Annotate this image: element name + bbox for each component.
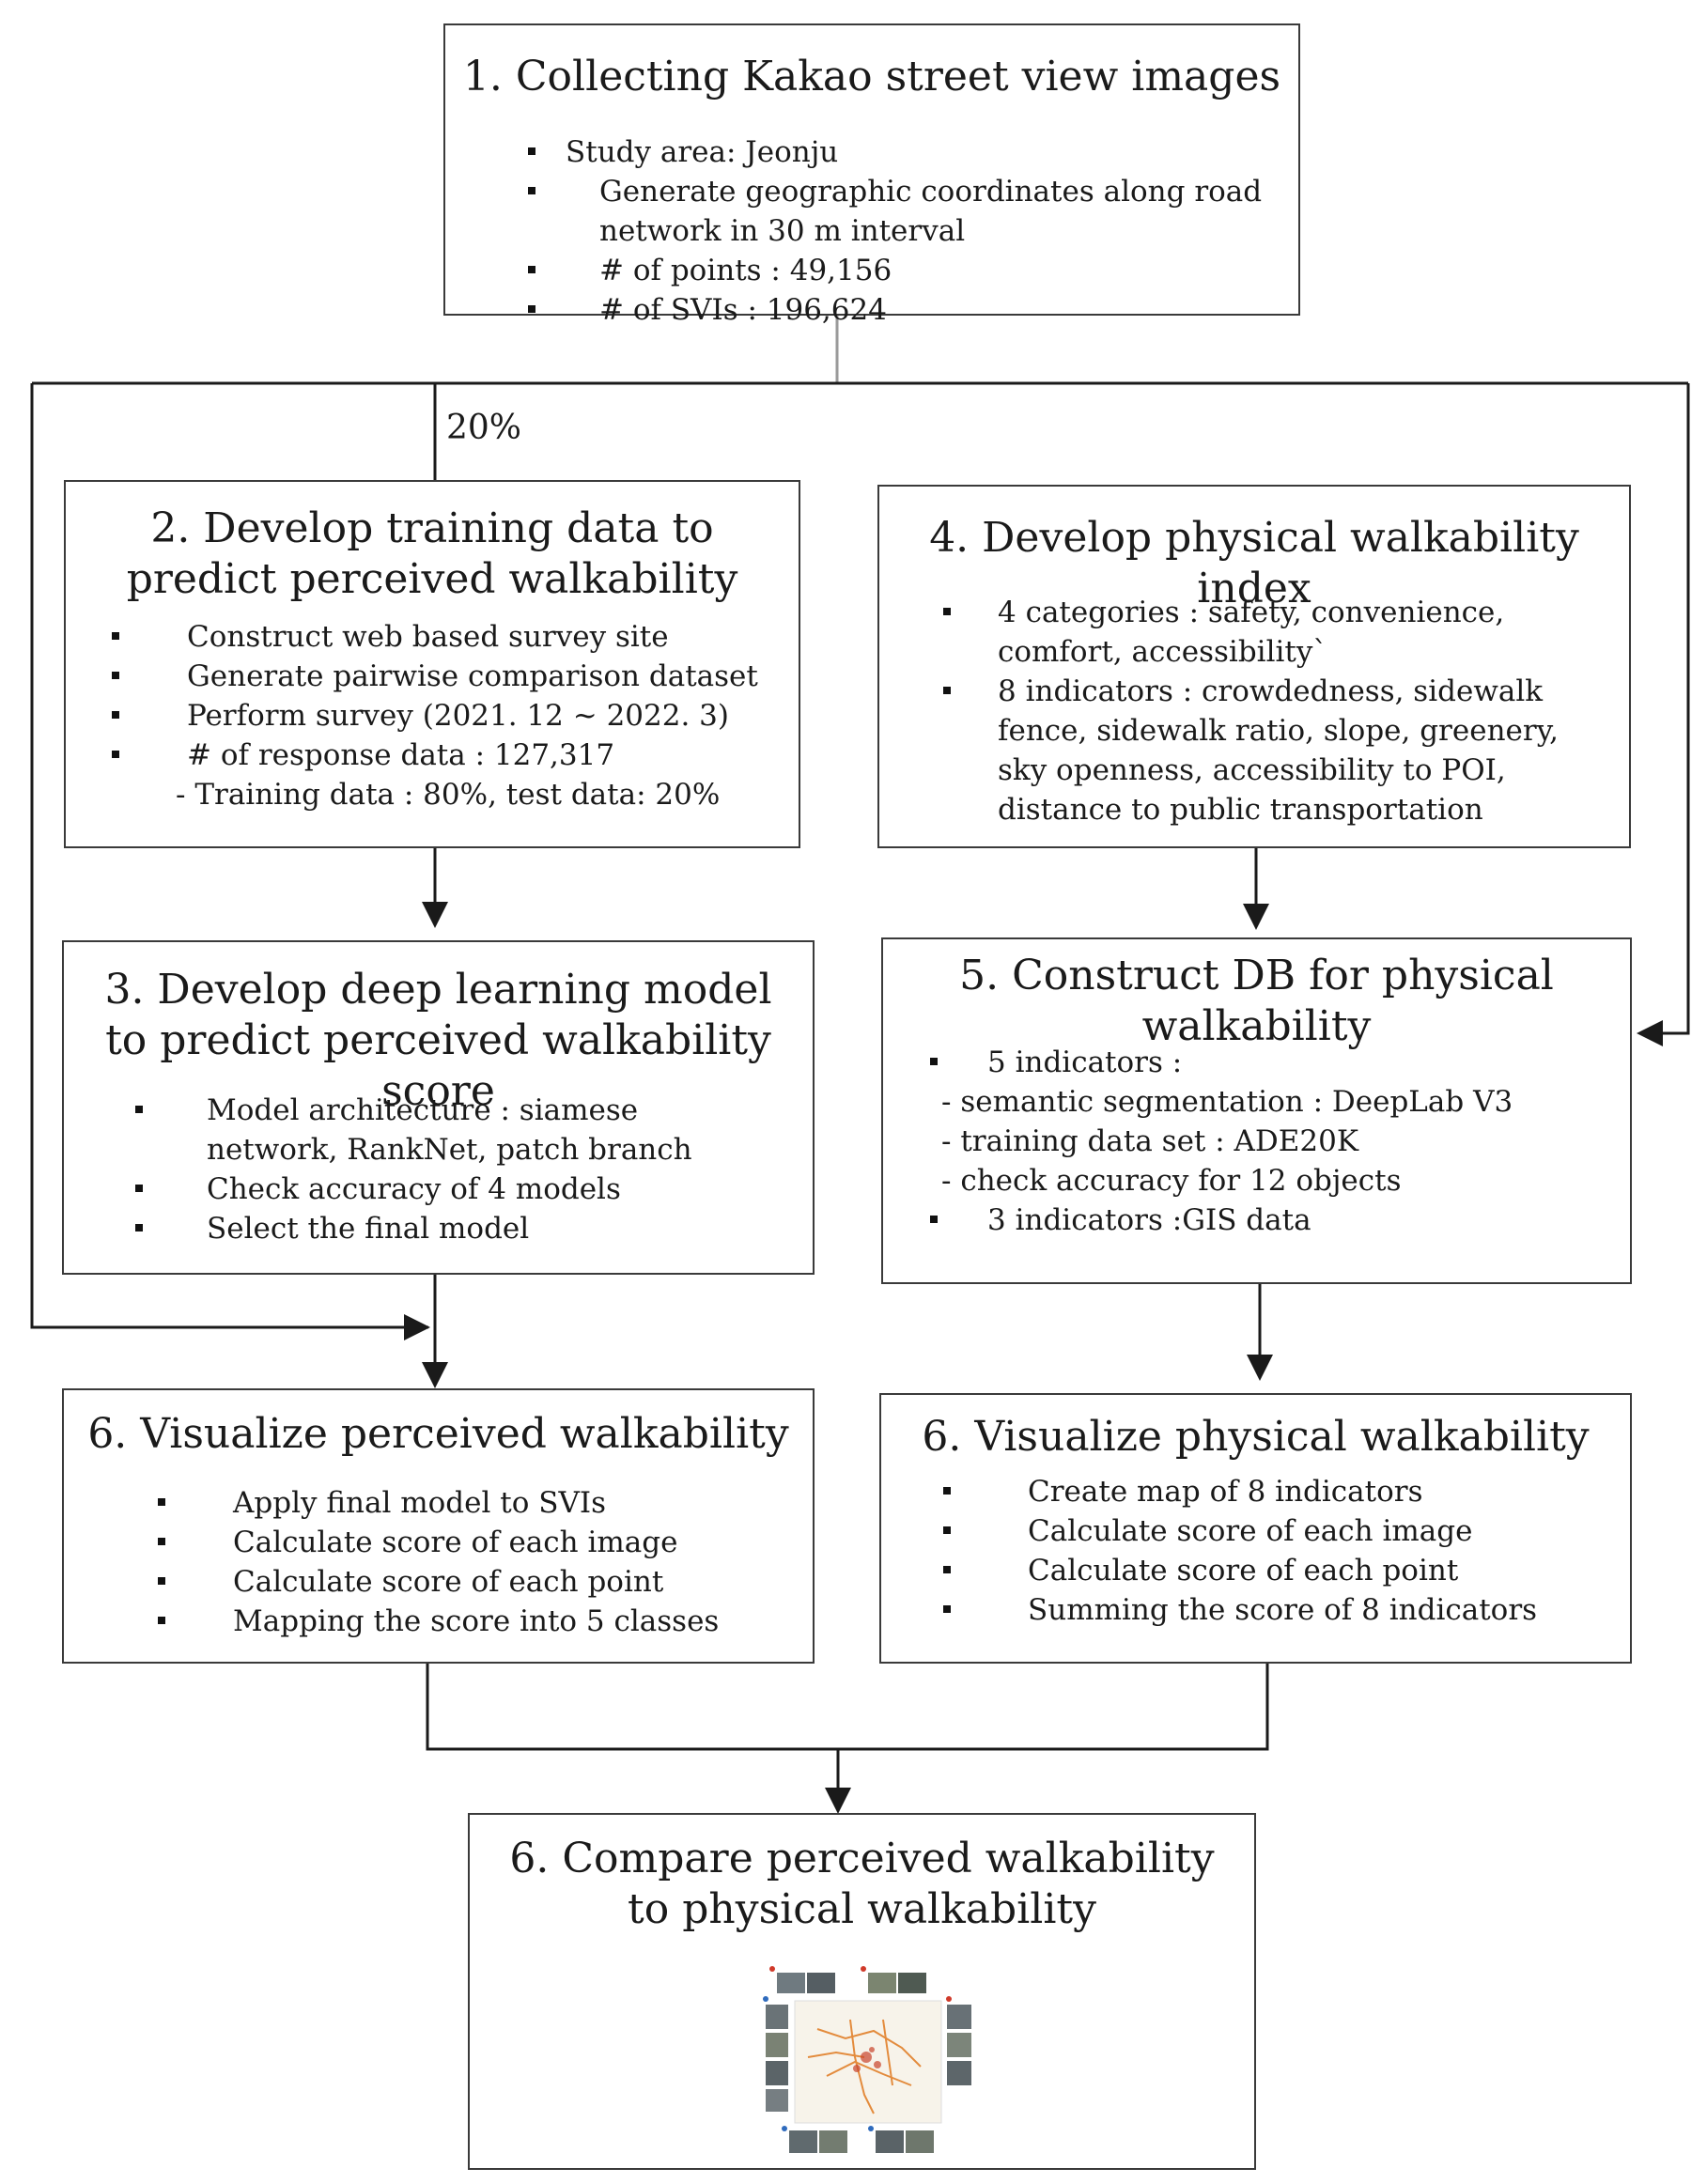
box-4-list: 4 categories : safety, convenience, comf…	[943, 593, 1612, 829]
svi-thumbnail	[876, 2130, 904, 2153]
marker-dot	[946, 1996, 952, 2002]
list-item: 4 categories : safety, convenience, comf…	[943, 593, 1612, 672]
box-2-list: Construct web based survey site Generate…	[112, 617, 773, 775]
svi-thumbnail	[906, 2130, 934, 2153]
svi-thumbnail	[766, 2089, 788, 2112]
marker-dot	[763, 1996, 768, 2002]
list-item: Select the final model	[135, 1209, 774, 1248]
svi-thumbnail	[807, 1973, 835, 1993]
box-1-title: 1. Collecting Kakao street view images	[462, 53, 1281, 101]
list-item: # of response data : 127,317	[112, 736, 773, 775]
box-visualize-physical: 6. Visualize physical walkability Create…	[879, 1393, 1632, 1664]
svi-thumbnail	[777, 1973, 805, 1993]
list-item: Study area: Jeonju	[528, 132, 1280, 172]
box-1-list: Study area: Jeonju Generate geographic c…	[528, 132, 1280, 330]
box-2-sub-item: - Training data : 80%, test data: 20%	[176, 778, 721, 812]
svi-thumbnail	[766, 2005, 788, 2029]
marker-dot	[868, 2126, 874, 2131]
connector-merge	[426, 1664, 1269, 1751]
arrowhead-b5-b6b	[1247, 1355, 1273, 1381]
list-item: Summing the score of 8 indicators	[943, 1590, 1614, 1630]
city-map-dense-area	[853, 2047, 881, 2072]
box-6b-list: Create map of 8 indicators Calculate sco…	[943, 1472, 1614, 1630]
walkability-map-figure	[763, 1966, 971, 2153]
box-5-title: 5. Construct DB for physical walkability	[959, 952, 1554, 1050]
box-2-title: 2. Develop training data to predict perc…	[126, 504, 738, 603]
list-item: Check accuracy of 4 models	[135, 1169, 774, 1209]
box-6a-list: Apply final model to SVIs Calculate scor…	[158, 1483, 800, 1641]
list-item: Model architecture : siamese network, Ra…	[135, 1091, 774, 1169]
marker-dot	[861, 1966, 866, 1972]
list-item: 8 indicators : crowdedness, sidewalk fen…	[943, 672, 1612, 829]
marker-dot	[782, 2126, 787, 2131]
list-item: Calculate score of each image	[943, 1511, 1614, 1551]
box-physical-index: 4. Develop physical walkability index 4 …	[877, 485, 1631, 848]
box-3-title: 3. Develop deep learning model to predic…	[104, 966, 772, 1115]
svi-thumbnail	[868, 1973, 896, 1993]
svi-thumbnail	[947, 2005, 971, 2029]
box-deep-learning-model: 3. Develop deep learning model to predic…	[62, 940, 815, 1275]
list-item: # of points : 49,156	[528, 251, 1280, 290]
box-4-title: 4. Develop physical walkability index	[929, 514, 1579, 612]
svi-thumbnail	[947, 2061, 971, 2085]
arrowhead-b4-b5	[1243, 904, 1269, 930]
list-item: Calculate score of each image	[158, 1523, 800, 1562]
box-construct-db: 5. Construct DB for physical walkability…	[881, 937, 1632, 1284]
box-collecting-svi: 1. Collecting Kakao street view images S…	[443, 23, 1300, 327]
list-item: Calculate score of each point	[943, 1551, 1614, 1590]
marker-dot	[769, 1966, 775, 1972]
arrowhead-b2-b3	[422, 902, 448, 928]
box-7-title: 6. Compare perceived walkability to phys…	[509, 1835, 1215, 1933]
list-item: Generate geographic coordinates along ro…	[528, 172, 1280, 251]
box-5-content: 5 indicators : - semantic segmentation :…	[930, 1043, 1606, 1240]
svi-thumbnail	[789, 2130, 817, 2153]
list-item: Perform survey (2021. 12 ~ 2022. 3)	[112, 696, 773, 736]
box-5-sub-item: - training data set : ADE20K	[941, 1124, 1359, 1158]
svi-thumbnail	[947, 2033, 971, 2057]
list-item: Apply final model to SVIs	[158, 1483, 800, 1523]
split-percent-label: 20%	[446, 409, 522, 447]
city-map-routes	[807, 2019, 922, 2114]
arrowhead-b3-b6a	[422, 1362, 448, 1388]
arrowhead-right-loop	[1637, 1020, 1663, 1046]
arrowhead-left-loop	[404, 1314, 430, 1340]
svi-thumbnail	[898, 1973, 926, 1993]
box-5-list-2: 3 indicators :GIS data	[930, 1200, 1606, 1240]
arrowhead-merge-b7	[825, 1788, 851, 1814]
box-3-list: Model architecture : siamese network, Ra…	[135, 1091, 774, 1248]
svi-thumbnail	[766, 2033, 788, 2057]
box-6b-title: 6. Visualize physical walkability	[922, 1413, 1590, 1461]
list-item: 5 indicators :	[930, 1043, 1606, 1082]
box-training-data: 2. Develop training data to predict perc…	[64, 480, 800, 848]
box-visualize-perceived: 6. Visualize perceived walkability Apply…	[62, 1388, 815, 1664]
box-compare-walkability: 6. Compare perceived walkability to phys…	[468, 1813, 1256, 2170]
box-5-sub-item: - semantic segmentation : DeepLab V3	[941, 1085, 1513, 1119]
list-item: Generate pairwise comparison dataset	[112, 657, 773, 696]
list-item: # of SVIs : 196,624	[528, 290, 1280, 330]
box-5-sub-item: - check accuracy for 12 objects	[941, 1164, 1402, 1198]
list-item: Create map of 8 indicators	[943, 1472, 1614, 1511]
connector-right-loop	[1639, 383, 1690, 1035]
svi-thumbnail	[819, 2130, 847, 2153]
box-5-list: 5 indicators :	[930, 1043, 1606, 1082]
list-item: Construct web based survey site	[112, 617, 773, 657]
connector-left-loop	[30, 383, 428, 1329]
list-item: Calculate score of each point	[158, 1562, 800, 1602]
list-item: Mapping the score into 5 classes	[158, 1602, 800, 1641]
box-6a-title: 6. Visualize perceived walkability	[87, 1410, 789, 1458]
list-item: 3 indicators :GIS data	[930, 1200, 1606, 1240]
svi-thumbnail	[766, 2061, 788, 2085]
